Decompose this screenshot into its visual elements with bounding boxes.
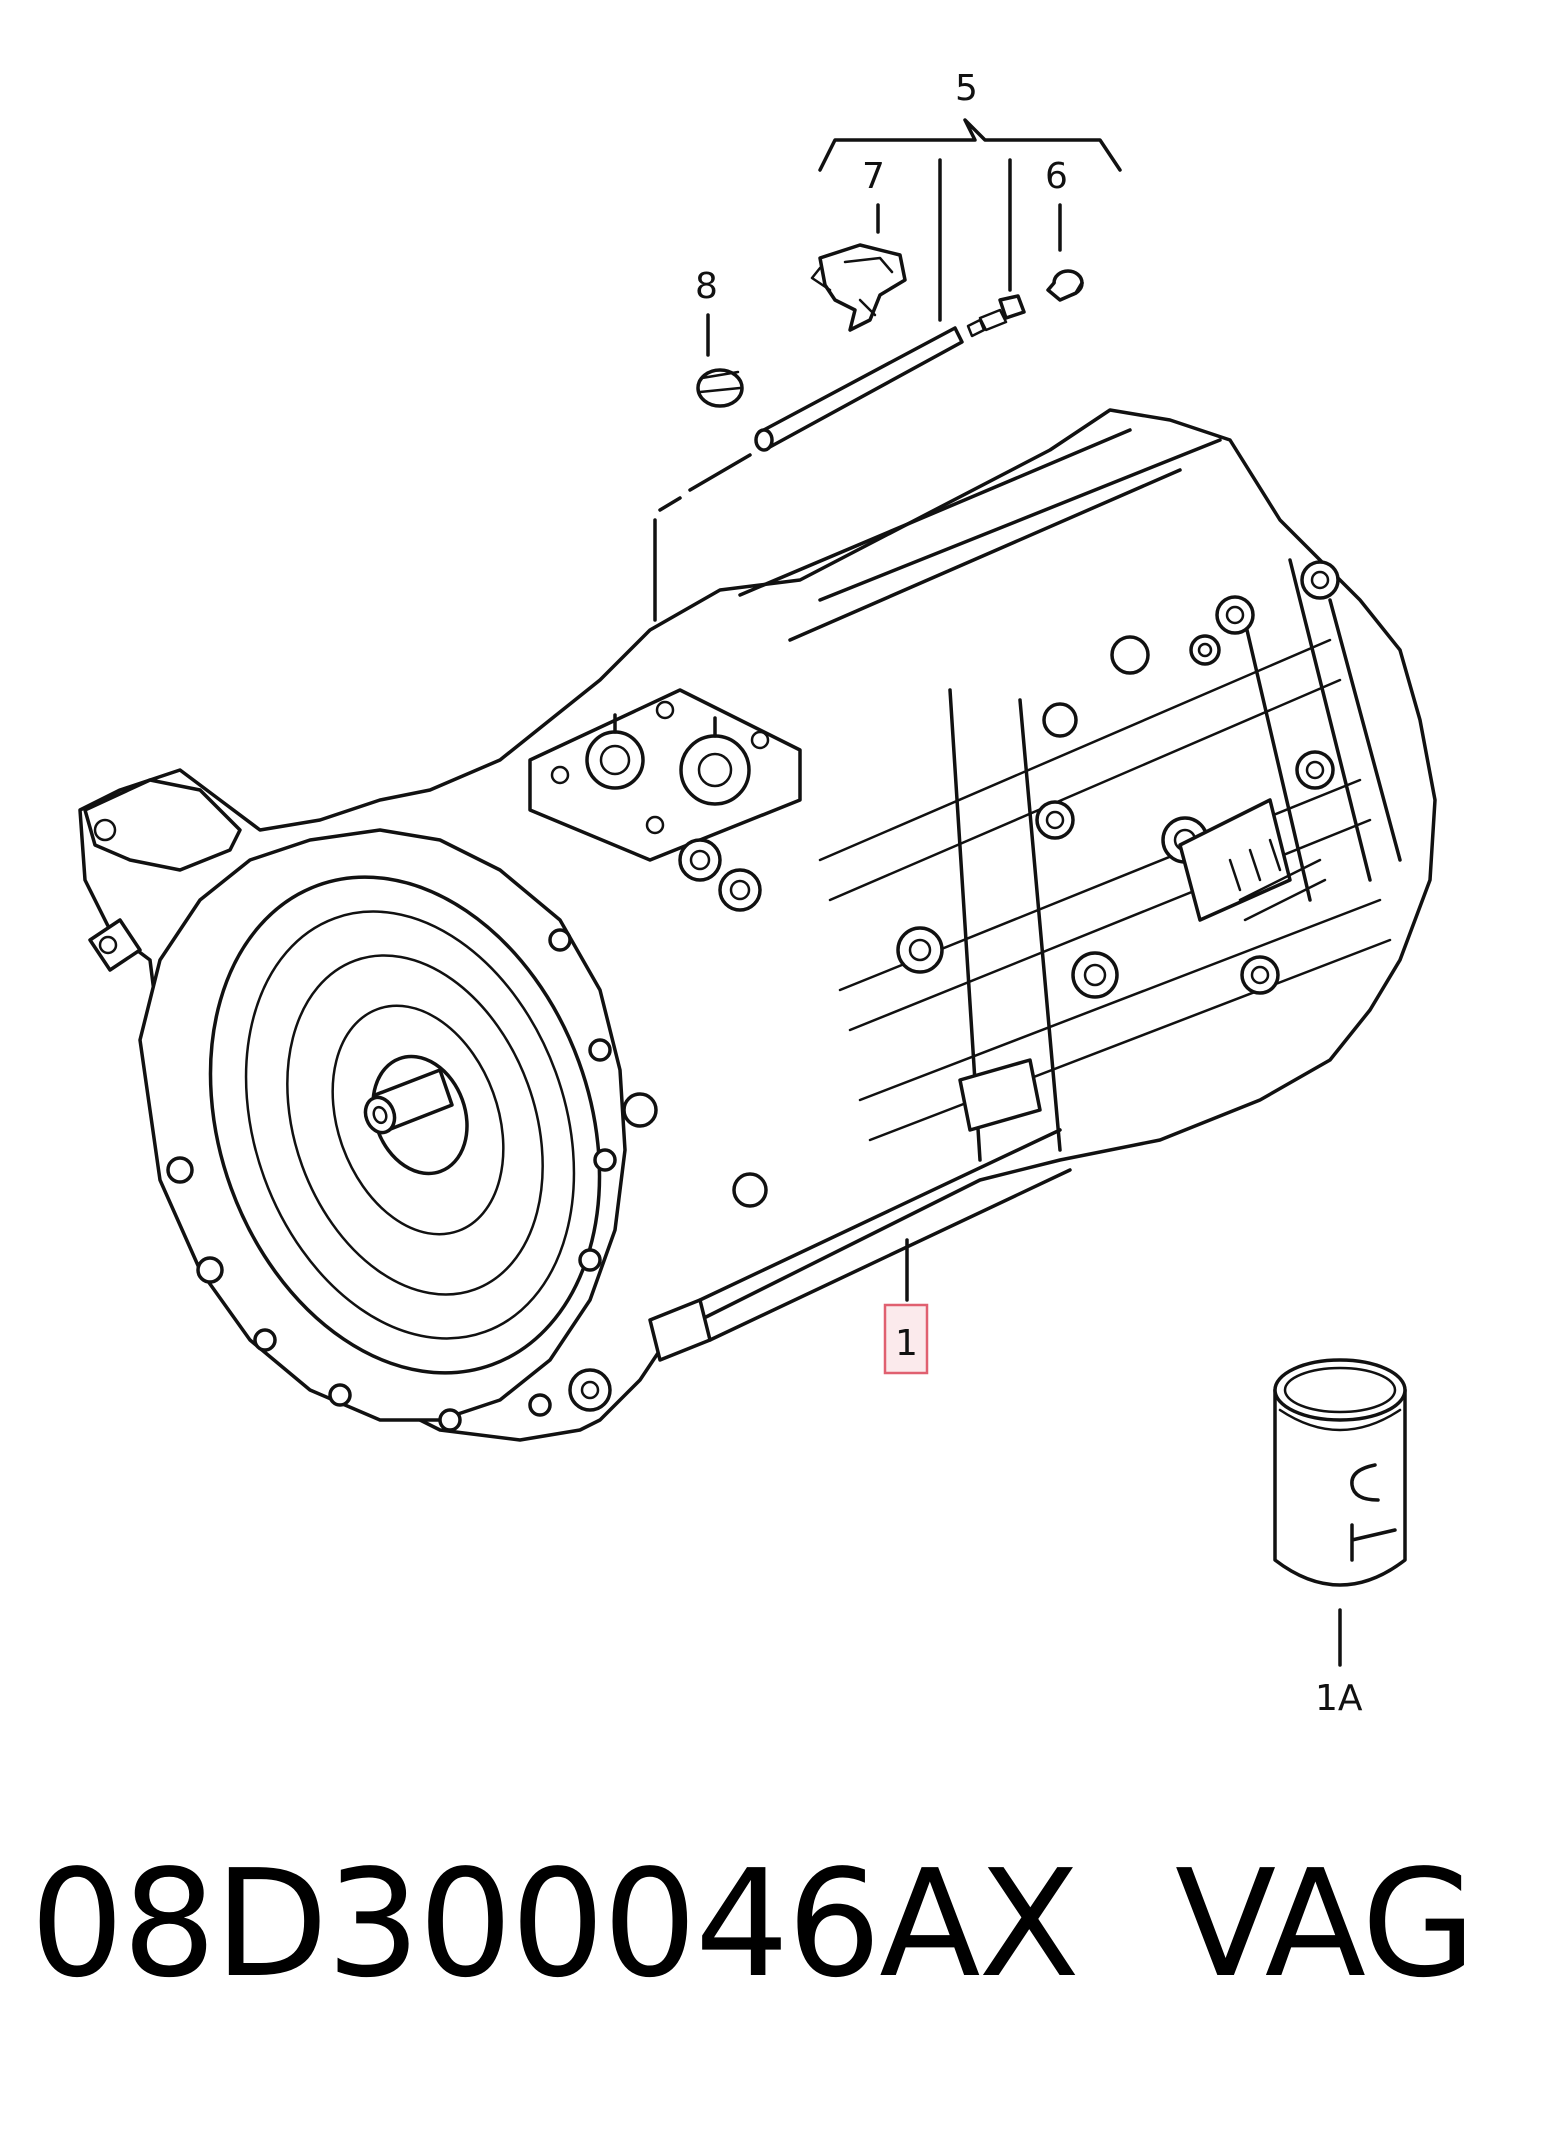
callout-5-bracket: [818, 118, 1122, 322]
callout-5: 5: [955, 68, 978, 109]
callout-1-highlight: [883, 1303, 929, 1375]
breather-hose: [754, 326, 964, 452]
breather-fitting: [966, 294, 1026, 338]
callout-1a: 1A: [1315, 1678, 1363, 1719]
oil-can-part-1a: [1273, 1358, 1407, 1587]
hose-clip-part-8: [696, 368, 744, 408]
transmission-housing: [78, 408, 1437, 1442]
brand-label: VAG: [1175, 1838, 1476, 2010]
hose-route-line: [653, 453, 752, 622]
callout-7: 7: [862, 156, 885, 197]
callout-8: 8: [695, 266, 718, 307]
callout-1: 1: [895, 1323, 918, 1364]
part-number-label: 08D300046AX: [30, 1838, 1080, 2010]
plug-part-6: [1046, 269, 1084, 302]
callout-6: 6: [1045, 156, 1068, 197]
clamp-part-7: [810, 243, 907, 332]
